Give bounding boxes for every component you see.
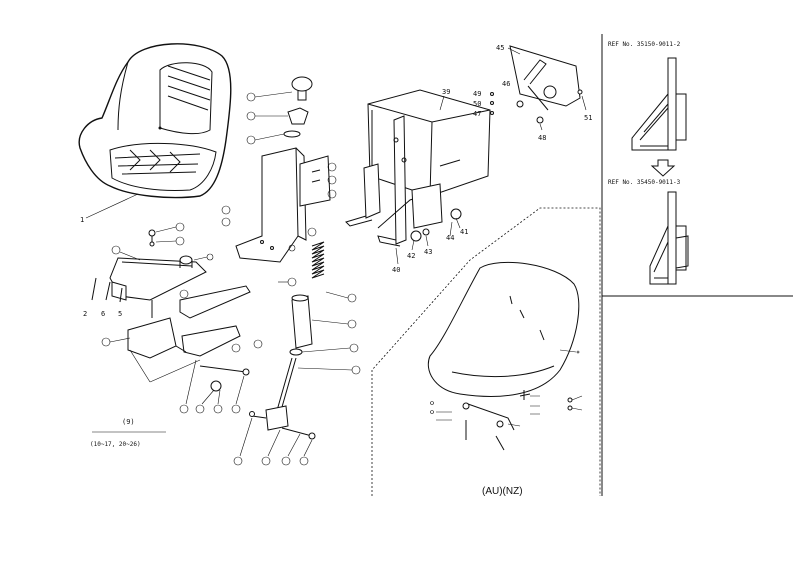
center-callouts bbox=[221, 91, 361, 466]
callout-1: 1 bbox=[80, 216, 84, 224]
callout-47: 47 bbox=[473, 110, 481, 118]
callout-42: 42 bbox=[407, 252, 415, 260]
group-note-top: (9) bbox=[122, 418, 135, 426]
toolbox-assembly bbox=[345, 89, 491, 247]
seat-drawing bbox=[78, 43, 232, 199]
callout-48: 48 bbox=[538, 134, 546, 142]
reference-panel bbox=[601, 34, 793, 496]
callout-44: 44 bbox=[446, 234, 454, 242]
au-nz-region bbox=[371, 207, 601, 496]
callout-6: 6 bbox=[101, 310, 105, 318]
callout-2: 2 bbox=[83, 310, 87, 318]
callout-41: 41 bbox=[460, 228, 468, 236]
callout-43: 43 bbox=[424, 248, 432, 256]
callout-45: 45 bbox=[496, 44, 504, 52]
lever-plate-assembly bbox=[509, 45, 583, 124]
ref-top: REF No. 35150-9011-2 bbox=[608, 41, 681, 48]
region-caption: (AU)(NZ) bbox=[482, 486, 523, 497]
callout-46: 46 bbox=[502, 80, 510, 88]
lower-left-callouts bbox=[101, 222, 263, 414]
seat-suspension-assembly bbox=[235, 76, 331, 440]
callout-40: 40 bbox=[392, 266, 400, 274]
suspension-linkage bbox=[91, 229, 251, 392]
callout-49: 49 bbox=[473, 90, 481, 98]
arrow-down-icon bbox=[650, 159, 676, 177]
group-note-bottom: (10~17, 20~26) bbox=[90, 441, 141, 448]
callout-39: 39 bbox=[442, 88, 450, 96]
callout-51: 51 bbox=[584, 114, 592, 122]
callout-50: 50 bbox=[473, 100, 481, 108]
ref-bottom: REF No. 35450-9011-3 bbox=[608, 179, 681, 186]
callout-5: 5 bbox=[118, 310, 122, 318]
